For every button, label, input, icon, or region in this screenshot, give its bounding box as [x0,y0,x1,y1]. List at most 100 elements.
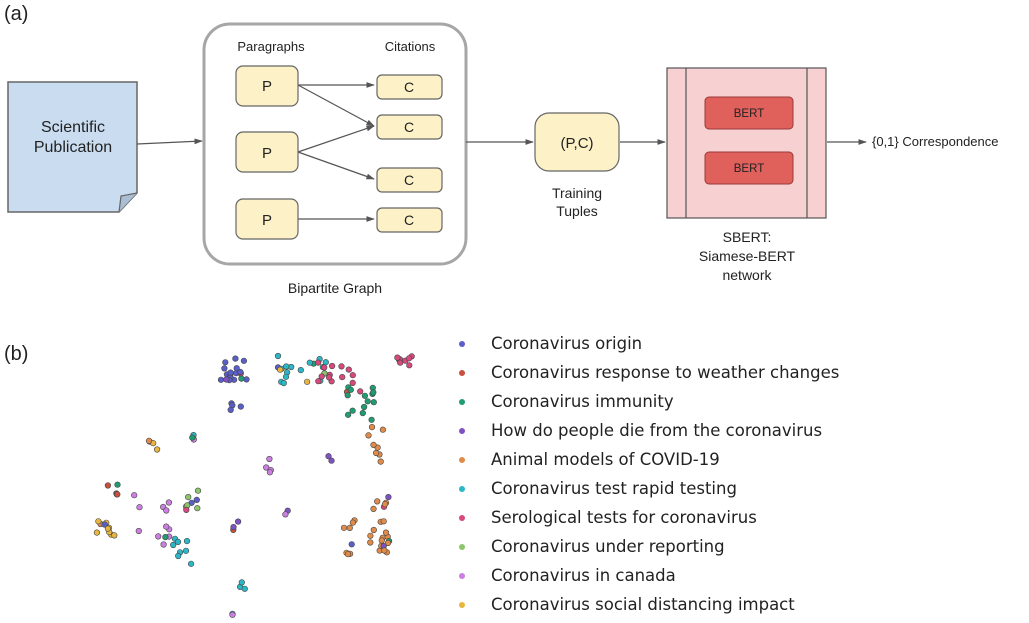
correspondence-output: {0,1} Correspondence [872,134,998,149]
scatter-point [367,539,374,546]
scatter-point [170,541,177,549]
scatter-point [318,373,325,380]
scatter-point [340,524,348,531]
scatter-point [364,398,371,405]
scatter-point [111,532,118,539]
scatter-point [223,376,230,383]
topic-embedding-scatter [93,352,415,618]
citation-node-label: C [404,172,414,188]
legend-label: Coronavirus test rapid testing [491,479,737,498]
scatter-point [277,366,284,373]
legend-item: How do people die from the coronavirus [455,416,839,445]
legend-item: Coronavirus test rapid testing [455,474,839,503]
citation-node-label: C [404,79,414,95]
scatter-point [183,506,190,514]
legend-label: Animal models of COVID-19 [491,450,720,469]
scatter-point [160,541,167,548]
scatter-point [235,518,242,525]
scatter-point [346,524,353,532]
scatter-point [232,355,239,362]
legend-marker-icon [459,398,465,405]
scatter-point [374,498,381,505]
scatter-point [183,537,191,545]
bert-encoder: BERT [704,151,794,185]
scatter-point [406,362,413,369]
scatter-point [243,376,250,383]
scatter-point [131,492,138,499]
legend-label: Coronavirus response to weather changes [491,363,840,382]
scatter-point [380,518,387,525]
scatter-point [238,579,245,586]
legend-marker-icon [459,340,465,347]
scatter-point [188,560,195,567]
scatter-point [263,464,270,471]
scatter-point [175,552,182,560]
citation-node-label: C [404,212,414,228]
paragraph-node: P [235,65,299,107]
scatter-point [381,547,388,554]
scatter-point [163,523,170,530]
citation-node: C [376,114,443,140]
scatter-point [397,359,404,366]
scatter-point [104,525,111,532]
scatter-point [280,380,287,387]
scatter-point [154,446,161,453]
scatter-point [370,399,377,406]
scatter-point [344,392,351,399]
paragraph-node-label: P [262,78,272,95]
scatter-point [237,368,244,376]
training-tuple-label: (P,C) [560,135,593,152]
scatter-point [155,533,162,540]
citation-node: C [376,207,443,233]
scatter-point [165,499,172,506]
scatter-point [174,538,182,546]
graph-edges [297,82,375,222]
scatter-point [347,386,354,393]
panel-b-label: (b) [4,343,28,365]
scatter-point [241,585,248,592]
scatter-point [370,505,377,513]
scatter-point [135,527,142,535]
scatter-point [348,541,355,548]
scatter-point [95,518,102,525]
scatter-point [194,505,201,512]
scatter-point [368,416,375,423]
scatter-point [378,537,385,544]
scatter-point [326,374,333,381]
legend-item: Serological tests for coronavirus [455,503,839,532]
scatter-point [221,365,228,372]
legend-item: Coronavirus social distancing impact [455,590,839,619]
legend-marker-icon [459,485,465,492]
legend-label: Coronavirus origin [491,334,643,353]
citation-node-label: C [404,119,414,135]
scatter-point [349,519,357,526]
sbert-caption-line3: network [722,267,772,283]
panel-a-label: (a) [4,3,28,25]
scatter-point [373,449,380,457]
scatter-point [357,388,364,395]
scatter-point [322,359,329,366]
scatter-point [227,406,234,414]
legend-label: Coronavirus social distancing impact [491,595,795,614]
legend-label: Coronavirus under reporting [491,537,725,556]
scatter-point [379,426,387,433]
scatter-point [306,359,313,366]
legend-item: Coronavirus immunity [455,387,839,416]
paragraph-node-label: P [262,145,272,162]
paragraph-node-label: P [262,212,272,229]
scatter-point [104,482,111,489]
scatter-point [297,367,304,374]
scatter-point [344,551,352,558]
scatter-point [315,359,322,366]
scatter-point [136,504,143,511]
scatter-point [162,533,169,541]
publication-label-line1: Scientific [41,119,105,136]
scatter-point [328,457,335,464]
legend-label: How do people die from the coronavirus [491,421,823,440]
training-tuples-caption-line2: Tuples [556,203,598,219]
publication-label-line2: Publication [34,139,112,156]
sbert-caption-line1: SBERT: [723,229,772,245]
scatter-point [185,494,192,501]
scatter-point [182,547,190,554]
